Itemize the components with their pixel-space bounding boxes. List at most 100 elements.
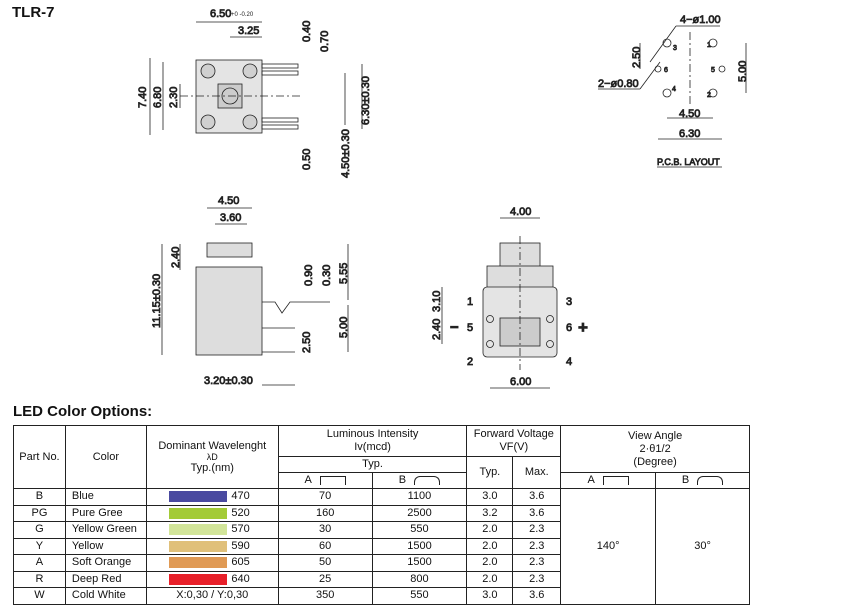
wavelength: 590 bbox=[231, 539, 250, 552]
plus-sign: + bbox=[578, 318, 588, 337]
wavelength-cell: 590 bbox=[145, 537, 279, 555]
lum-b: 2500 bbox=[371, 504, 468, 522]
vf-typ: 3.2 bbox=[466, 504, 514, 522]
dim-label: 2−ø0.80 bbox=[598, 78, 639, 90]
dim-label: 2.50 bbox=[301, 332, 313, 353]
pin-label: 2 bbox=[707, 92, 711, 99]
dim-label: 4.00 bbox=[510, 206, 531, 218]
vf-max: 2.3 bbox=[512, 537, 562, 555]
vf-max: 2.3 bbox=[512, 521, 562, 539]
header-luminous-title: Luminous Intensity bbox=[326, 428, 419, 440]
angle-a: 140° bbox=[560, 488, 657, 605]
lens-b-label: B bbox=[681, 474, 690, 486]
pin-label: 1 bbox=[467, 296, 473, 308]
wavelength-cell: 640 bbox=[145, 570, 279, 588]
header-vf-max: Max. bbox=[512, 456, 562, 489]
vf-max: 3.6 bbox=[512, 488, 562, 506]
header-vf-title: Forward Voltage bbox=[473, 428, 554, 440]
dim-label: 3.20±0.30 bbox=[204, 375, 253, 387]
dim-label: 0.70 bbox=[319, 31, 331, 52]
wavelength-cell: 520 bbox=[145, 504, 279, 522]
dim-label: 4.50 bbox=[679, 108, 700, 120]
vf-typ: 3.0 bbox=[466, 587, 514, 605]
lum-b: 1100 bbox=[371, 488, 468, 506]
dim-label: 6.80 bbox=[152, 87, 164, 108]
dim-label: 6.00 bbox=[510, 376, 531, 388]
pin-label: 2 bbox=[467, 356, 473, 368]
vf-max: 2.3 bbox=[512, 554, 562, 572]
color-swatch bbox=[169, 524, 228, 536]
color-swatch bbox=[169, 540, 228, 552]
lum-a: 30 bbox=[277, 521, 373, 539]
vf-typ: 3.0 bbox=[466, 488, 514, 506]
pcb-caption: P.C.B. LAYOUT bbox=[657, 157, 720, 167]
wavelength-cell: X:0,30 / Y:0,30 bbox=[145, 587, 279, 605]
side-view-drawing bbox=[161, 207, 349, 386]
dim-label: 7.40 bbox=[137, 87, 149, 108]
part-no: G bbox=[13, 521, 66, 539]
dim-label: 6.50 bbox=[210, 8, 231, 20]
top-view-drawing bbox=[149, 21, 363, 135]
front-view-drawing bbox=[441, 217, 558, 389]
dome-lens-icon bbox=[697, 475, 724, 485]
angle-b: 30° bbox=[655, 488, 750, 605]
technical-drawings: 6.50 +0 -0.20 3.25 7.40 6.80 2.30 0.40 0… bbox=[137, 8, 749, 389]
lum-a: 70 bbox=[277, 488, 373, 506]
wavelength: 470 bbox=[231, 490, 250, 503]
dim-label: 4.50 bbox=[218, 195, 239, 207]
header-wavelength-title: Dominant Wavelenght bbox=[158, 439, 267, 452]
dim-label: 0.30 bbox=[321, 265, 333, 286]
color-name: Cold White bbox=[64, 587, 147, 605]
dim-label: 5.55 bbox=[338, 263, 350, 284]
wavelength: 640 bbox=[231, 572, 250, 585]
dim-label: 3.60 bbox=[220, 212, 241, 224]
dome-lens-icon bbox=[414, 475, 441, 485]
dim-label: 3.10 bbox=[431, 291, 443, 312]
part-no: R bbox=[13, 570, 66, 588]
dim-label: 2.40 bbox=[431, 319, 443, 340]
part-no: A bbox=[13, 554, 66, 572]
flat-lens-icon bbox=[602, 475, 629, 485]
pin-label: 6 bbox=[664, 67, 668, 74]
lens-a-label: A bbox=[587, 474, 595, 486]
header-angle-title: View Angle bbox=[628, 429, 683, 442]
vf-typ: 2.0 bbox=[466, 537, 514, 555]
header-wavelength-symbol: λD bbox=[206, 451, 218, 462]
header-wavelength-unit: Typ.(nm) bbox=[190, 461, 234, 474]
color-name: Yellow bbox=[64, 537, 147, 555]
wavelength: 520 bbox=[231, 506, 250, 519]
header-lum-typ: Typ. bbox=[277, 456, 468, 473]
lum-a: 60 bbox=[277, 537, 373, 555]
pin-label: 3 bbox=[566, 296, 572, 308]
pcb-layout-drawing bbox=[598, 25, 747, 168]
wavelength-cell: 570 bbox=[145, 521, 279, 539]
header-vf-unit: VF(V) bbox=[499, 441, 529, 453]
dim-label: 2.40 bbox=[170, 247, 182, 268]
lens-b-label: B bbox=[398, 474, 407, 486]
dim-label: 0.50 bbox=[301, 149, 313, 170]
dim-label: 3.25 bbox=[238, 25, 259, 37]
dim-label: 4−ø1.00 bbox=[680, 14, 721, 26]
vf-typ: 2.0 bbox=[466, 554, 514, 572]
header-lum-b: B bbox=[371, 472, 468, 489]
color-name: Blue bbox=[64, 488, 147, 506]
dim-label: 5.00 bbox=[338, 317, 350, 338]
dim-label: 6.30±0.30 bbox=[360, 76, 372, 125]
header-angle-unit: (Degree) bbox=[633, 455, 677, 468]
lum-a: 50 bbox=[277, 554, 373, 572]
product-title: TLR-7 bbox=[12, 4, 55, 21]
vf-max: 3.6 bbox=[512, 587, 562, 605]
wavelength-cell: 605 bbox=[145, 554, 279, 572]
wavelength-cell: 470 bbox=[145, 488, 279, 506]
minus-sign: − bbox=[450, 319, 459, 336]
header-angle-symbol: 2·θ1/2 bbox=[639, 442, 671, 455]
